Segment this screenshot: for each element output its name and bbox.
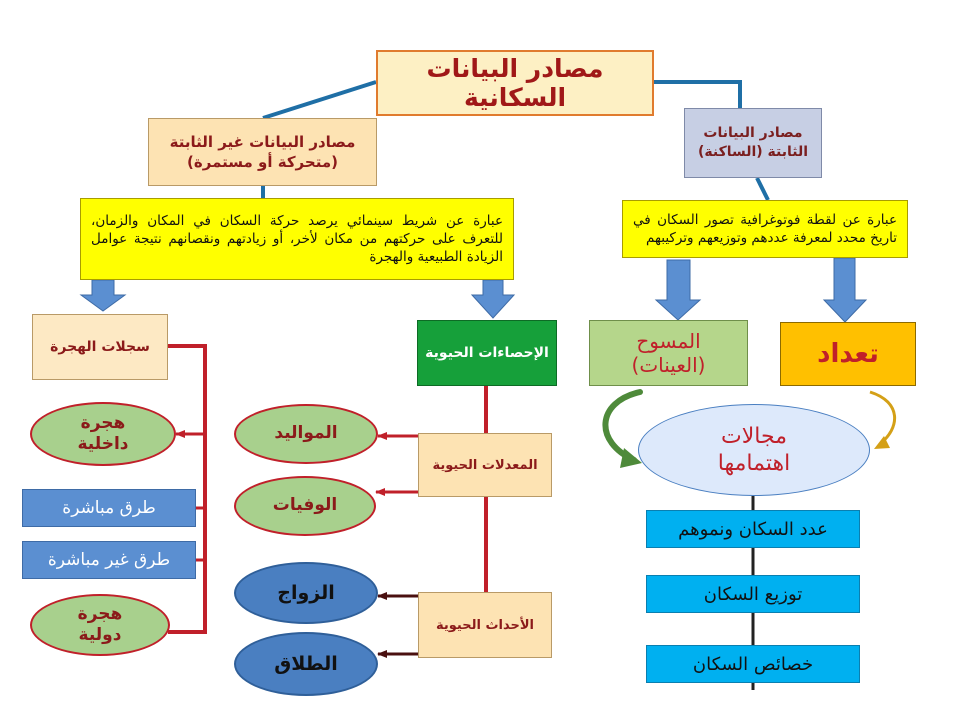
- international-migration-ellipse: هجرة دولية: [30, 594, 170, 656]
- surveys-curve-head: [620, 448, 642, 468]
- census-box: تعداد: [780, 322, 916, 386]
- census-curve-head: [874, 436, 890, 449]
- internal-migration-line2: داخلية: [77, 434, 129, 454]
- fixed-sources-line1: مصادر البيانات: [703, 125, 803, 142]
- fixed-sources-box: مصادر البيانات الثابتة (الساكنة): [684, 108, 822, 178]
- migration-bracket: [168, 344, 207, 634]
- fixed-description: عبارة عن لقطة فوتوغرافية تصور السكان في …: [622, 200, 908, 258]
- root-to-moving-line: [262, 80, 377, 120]
- focus-item-characteristics: خصائص السكان: [646, 645, 860, 683]
- census-curve-arrow: [869, 390, 896, 446]
- fixed-sources-line2: الثابتة (الساكنة): [697, 144, 809, 160]
- moving-sources-line2: (متحركة أو مستمرة): [187, 153, 338, 171]
- internal-migration-ellipse: هجرة داخلية: [30, 402, 176, 466]
- direct-methods-bar: طرق مباشرة: [22, 489, 196, 527]
- migration-records-box: سجلات الهجرة: [32, 314, 168, 380]
- indirect-methods-bar: طرق غير مباشرة: [22, 541, 196, 579]
- vital-statistics-box: الإحصاءات الحيوية: [417, 320, 557, 386]
- focus-ellipse: مجالات اهتمامها: [638, 404, 870, 496]
- moving-sources-line1: مصادر البيانات غير الثابتة: [169, 132, 356, 151]
- deaths-ellipse: الوفيات: [234, 476, 376, 536]
- root-to-fixed-line: [654, 80, 742, 108]
- block-arrow-migration: [79, 279, 127, 312]
- root-title: مصادر البيانات السكانية: [376, 50, 654, 116]
- international-migration-line2: دولية: [78, 625, 122, 645]
- fixed-to-desc-line: [755, 177, 770, 201]
- marriage-ellipse: الزواج: [234, 562, 378, 624]
- block-arrow-vital: [470, 279, 516, 319]
- vital-rates-box: المعدلات الحيوية: [418, 433, 552, 497]
- block-arrow-census: [822, 257, 868, 323]
- block-arrow-surveys: [654, 259, 702, 321]
- focus-item-distribution: توزيع السكان: [646, 575, 860, 613]
- surveys-box: المسوح (العينات): [589, 320, 748, 386]
- focus-line2: اهتمامها: [717, 451, 791, 476]
- vital-events-box: الأحداث الحيوية: [418, 592, 552, 658]
- internal-migration-line1: هجرة: [80, 412, 126, 433]
- moving-sources-box: مصادر البيانات غير الثابتة (متحركة أو مس…: [148, 118, 377, 186]
- surveys-line2: (العينات): [631, 353, 706, 377]
- focus-line1: مجالات: [721, 423, 787, 449]
- focus-item-count-growth: عدد السكان ونموهم: [646, 510, 860, 548]
- international-migration-line1: هجرة: [77, 603, 123, 624]
- moving-description: عبارة عن شريط سينمائي يرصد حركة السكان ف…: [80, 198, 514, 280]
- surveys-curve-arrow: [602, 389, 643, 463]
- divorce-ellipse: الطلاق: [234, 632, 378, 696]
- surveys-line1: المسوح: [636, 329, 701, 353]
- births-ellipse: المواليد: [234, 404, 378, 464]
